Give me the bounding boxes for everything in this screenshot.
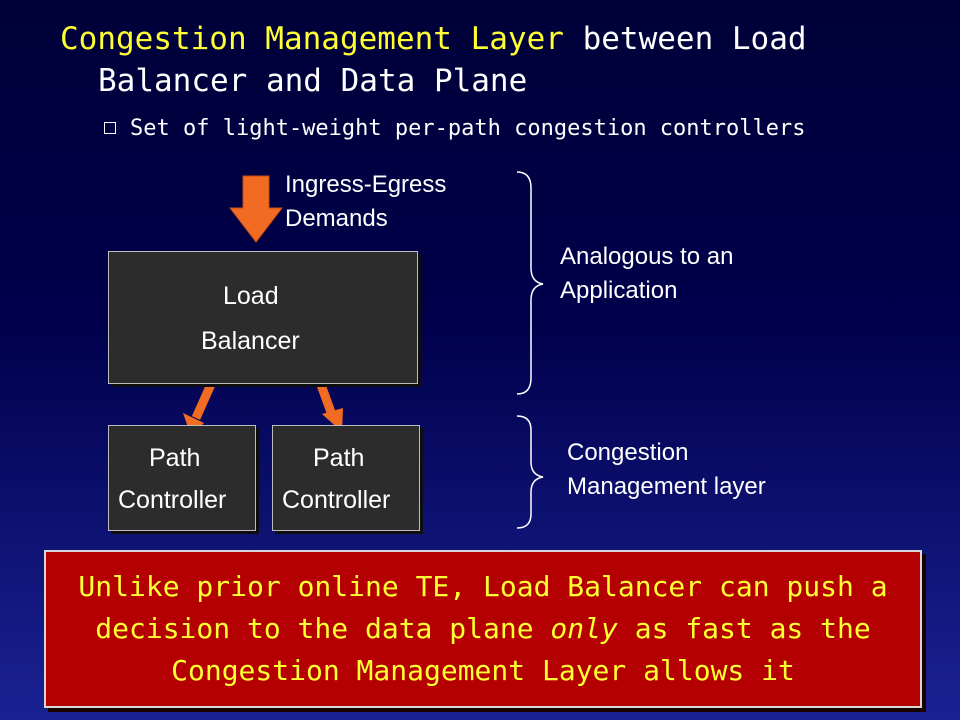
banner-line2: decision to the data plane only as fast …	[46, 608, 920, 650]
title-rest: between Load	[563, 21, 807, 57]
path-controller-1-line1: Path	[149, 444, 201, 472]
congestion-note-line1: Congestion	[567, 439, 689, 466]
arrow-head-to-path-controller-1	[183, 413, 204, 436]
congestion-layer-note: Congestion Management layer	[567, 436, 766, 504]
path-controller-box-2: Path Controller	[272, 425, 420, 531]
application-note-line2: Application	[560, 277, 678, 304]
arrow-to-path-controller-1	[191, 380, 217, 420]
path-controller-box-1: Path Controller	[108, 425, 256, 531]
arrow-to-path-controller-2	[315, 380, 337, 417]
congestion-brace-icon	[516, 415, 544, 529]
load-balancer-box: Load Balancer	[108, 251, 418, 384]
banner-line2-before: decision to the data plane	[95, 612, 551, 645]
load-balancer-label-line2: Balancer	[201, 327, 300, 355]
banner-line3: Congestion Management Layer allows it	[171, 654, 795, 687]
path-controller-1-line2: Controller	[118, 486, 227, 514]
banner-line2-emphasis: only	[550, 612, 618, 645]
load-balancer-label-line1: Load	[223, 282, 279, 310]
conclusion-banner: Unlike prior online TE, Load Balancer ca…	[44, 550, 922, 708]
ingress-arrow-icon	[228, 175, 284, 243]
ingress-label-line1: Ingress-Egress	[285, 171, 447, 198]
banner-line1: Unlike prior online TE, Load Balancer ca…	[78, 570, 888, 603]
application-note-line1: Analogous to an	[560, 243, 734, 270]
path-controller-2-line2: Controller	[282, 486, 391, 514]
banner-line2-after: as fast as the	[617, 612, 871, 645]
path-controller-2-line1: Path	[313, 444, 365, 472]
square-bullet-icon	[104, 122, 116, 134]
slide-title: Congestion Management Layer between Load…	[60, 18, 940, 102]
bullet-text: Set of light-weight per-path congestion …	[130, 116, 806, 141]
congestion-note-line2: Management layer	[567, 473, 766, 500]
title-highlight: Congestion Management Layer	[60, 21, 564, 57]
bullet-item: Set of light-weight per-path congestion …	[104, 114, 806, 144]
title-line2: Balancer and Data Plane	[98, 63, 528, 99]
ingress-label-line2: Demands	[285, 205, 388, 232]
application-brace-icon	[516, 171, 544, 395]
application-note: Analogous to an Application	[560, 240, 733, 308]
ingress-label: Ingress-Egress Demands	[285, 168, 446, 236]
banner-text: Unlike prior online TE, Load Balancer ca…	[46, 566, 920, 692]
